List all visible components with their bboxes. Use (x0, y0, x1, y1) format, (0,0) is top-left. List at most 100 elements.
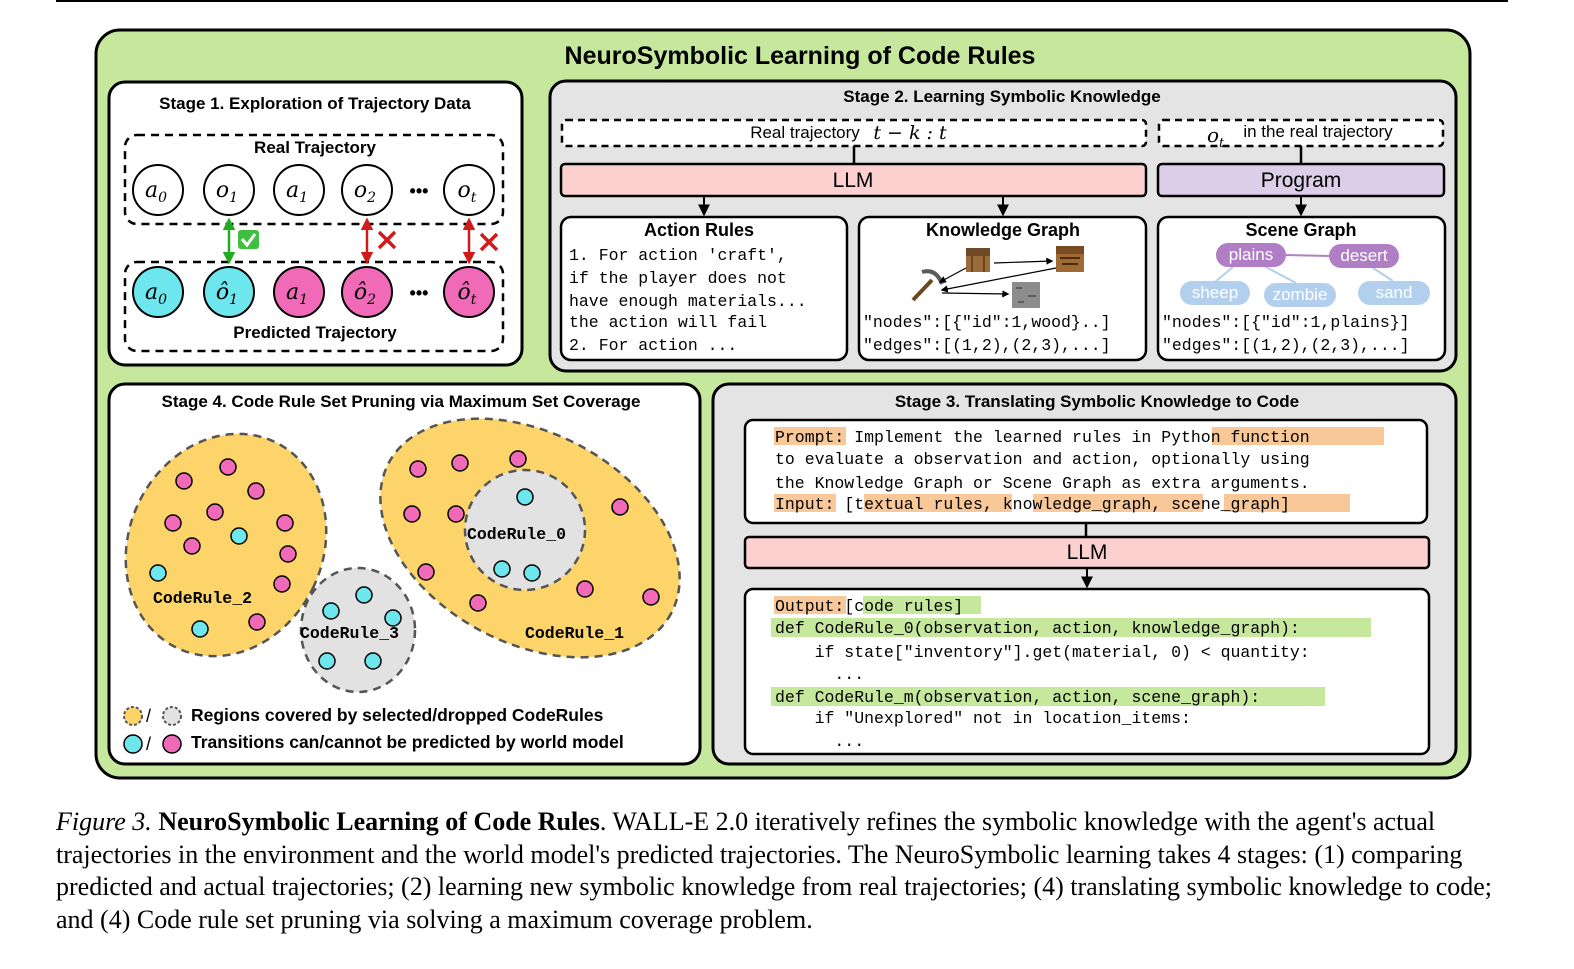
legend-regions-text: Regions covered by selected/dropped Code… (191, 705, 604, 725)
action-rules-text: 1. For action 'craft', if the player doe… (569, 246, 807, 355)
prompt-text: Prompt: Implement the learned rules in P… (774, 427, 1384, 514)
llm-label-stage3: LLM (1067, 541, 1108, 564)
stone-block-icon (1012, 282, 1040, 308)
output-line: Output:[code rules] (775, 597, 963, 616)
scene-node-sand: sand (1358, 281, 1430, 305)
magenta-point (248, 613, 266, 631)
stage1-title: Stage 1. Exploration of Trajectory Data (159, 94, 471, 113)
scene-node-desert: desert (1329, 244, 1399, 268)
action-rule-line: if the player does not (569, 269, 787, 288)
magenta-point (469, 594, 487, 612)
cyan-point (493, 560, 511, 578)
magenta-point (206, 503, 224, 521)
check-icon (238, 230, 259, 249)
action-rule-line: 2. For action ... (569, 336, 737, 355)
prompt-line-4: Input: [textual rules, knowledge_graph, … (775, 495, 1290, 514)
magenta-point (164, 514, 182, 532)
scene-graph-title: Scene Graph (1245, 220, 1356, 240)
code-line: if state["inventory"].get(material, 0) <… (775, 643, 1310, 662)
real-node-o1: o1 (203, 164, 255, 216)
diagram: NeuroSymbolic Learning of Code Rules Sta… (56, 0, 1508, 780)
action-rule-line: have enough materials... (569, 292, 807, 311)
coderule-0-label: CodeRule_0 (467, 525, 566, 544)
magenta-point (276, 514, 294, 532)
real-ellipsis: ••• (410, 181, 429, 201)
magenta-point (417, 563, 435, 581)
cyan-point (322, 602, 340, 620)
main-title: NeuroSymbolic Learning of Code Rules (565, 42, 1036, 70)
region-coderule-0 (463, 468, 587, 592)
scene-node-sheep: sheep (1180, 281, 1250, 305)
pred-node-a1: a1 (273, 266, 325, 318)
real-trajectory-range: t − k : t (873, 122, 947, 144)
sg-line: "edges":[(1,2),(2,3),...] (1162, 336, 1410, 355)
stage1-panel: Stage 1. Exploration of Trajectory Data … (107, 80, 524, 367)
cyan-point (191, 620, 209, 638)
output-code: Output:[code rules] def CodeRule_0(obser… (771, 596, 1371, 751)
scene-node-label: sheep (1192, 283, 1238, 302)
legend-cyan-point (123, 734, 143, 754)
magenta-point (183, 537, 201, 555)
magenta-point (219, 458, 237, 476)
scene-graph-text: "nodes":[{"id":1,plains}] "edges":[(1,2)… (1162, 313, 1410, 355)
magenta-point (247, 482, 265, 500)
legend-transitions-text: Transitions can/cannot be predicted by w… (191, 732, 624, 752)
legend-gray-region (162, 706, 182, 726)
cross-icon (377, 230, 397, 250)
scene-node-label: sand (1376, 283, 1413, 302)
real-node-o2: o2 (341, 164, 393, 216)
ot-text: in the real trajectory (1243, 122, 1393, 141)
magenta-point (175, 472, 193, 490)
stage2-panel: Stage 2. Learning Symbolic Knowledge Rea… (548, 79, 1458, 373)
stage3-title: Stage 3. Translating Symbolic Knowledge … (895, 392, 1299, 411)
cyan-point (149, 564, 167, 582)
scene-node-label: zombie (1273, 285, 1328, 304)
action-rule-line: the action will fail (569, 313, 767, 332)
pred-node-a0: a0 (132, 266, 184, 318)
prompt-line-3: the Knowledge Graph or Scene Graph as ex… (775, 474, 1310, 493)
prompt-line-2: to evaluate a observation and action, op… (775, 450, 1310, 469)
transition-points (149, 450, 660, 670)
caption-figure-label: Figure 3. (56, 807, 152, 836)
pred-node-o1: ô1 (203, 266, 255, 318)
code-line: ... (775, 732, 864, 751)
pred-node-ot: ôt (443, 266, 495, 318)
real-trajectory-box (123, 133, 505, 226)
magenta-point (279, 545, 297, 563)
program-label: Program (1261, 169, 1342, 192)
magenta-point (409, 460, 427, 478)
code-line: def CodeRule_0(observation, action, know… (775, 619, 1300, 638)
magenta-point (642, 588, 660, 606)
legend-slash: / (146, 706, 151, 726)
prompt-line-1: Prompt: Implement the learned rules in P… (775, 428, 1310, 447)
knowledge-graph-text: "nodes":[{"id":1,wood}..] "edges":[(1,2)… (863, 313, 1111, 355)
action-rule-line: 1. For action 'craft', (569, 246, 787, 265)
cyan-point (318, 652, 336, 670)
magenta-point (273, 575, 291, 593)
code-line: ... (775, 665, 864, 684)
kg-line: "nodes":[{"id":1,wood}..] (863, 313, 1111, 332)
scene-node-plains: plains (1216, 243, 1286, 267)
real-trajectory-text: Real trajectory (750, 123, 860, 142)
sg-line: "nodes":[{"id":1,plains}] (1162, 313, 1410, 332)
predicted-trajectory-box (123, 260, 505, 353)
cyan-point (364, 652, 382, 670)
stage3-panel: Stage 3. Translating Symbolic Knowledge … (711, 382, 1458, 766)
cyan-point (384, 609, 402, 627)
cross-icon (479, 232, 499, 252)
crafting-table-icon (1056, 246, 1084, 272)
legend-slash: / (146, 734, 151, 754)
scene-node-label: desert (1340, 246, 1388, 265)
legend: / Regions covered by selected/dropped Co… (123, 705, 624, 754)
stage4-title: Stage 4. Code Rule Set Pruning via Maxim… (162, 392, 641, 411)
cyan-point (230, 527, 248, 545)
magenta-point (611, 498, 629, 516)
real-node-a1: a1 (273, 164, 325, 216)
magenta-point (509, 450, 527, 468)
magenta-point (447, 505, 465, 523)
pred-node-o2: ô2 (341, 266, 393, 318)
coderule-1-label: CodeRule_1 (525, 624, 624, 643)
scene-node-zombie: zombie (1264, 283, 1336, 307)
region-coderule-2 (124, 432, 328, 658)
coderule-3-label: CodeRule_3 (300, 624, 399, 643)
